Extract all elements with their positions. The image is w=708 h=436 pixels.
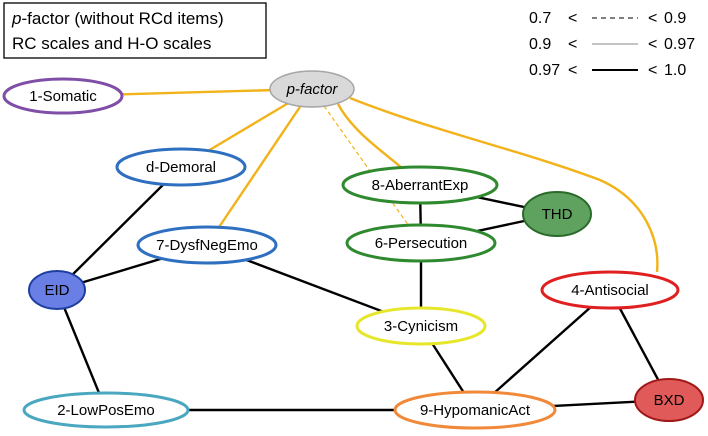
legend-row-2-high: 0.97 [664, 36, 695, 53]
node-somatic-label: 1-Somatic [29, 88, 97, 105]
node-dysfnegemo-label: 7-DysfNegEmo [156, 237, 258, 254]
node-pfactor-shape [269, 70, 355, 108]
node-cynicism[interactable]: 3-Cynicism [355, 306, 487, 346]
node-hypomanicact[interactable]: 9-HypomanicAct [393, 390, 557, 430]
title-box-frame [3, 2, 267, 59]
node-eid-label: EID [44, 282, 69, 299]
legend-row-2-lt2: < [648, 36, 657, 53]
node-somatic-shape [2, 77, 124, 115]
edge-hypomanicact-antisocial [474, 289, 611, 411]
node-pfactor-label: p-factor [286, 81, 339, 98]
title-line-1: p-factor (without RCd items) [11, 9, 224, 28]
title-rest-part: -factor (without RCd items) [21, 9, 223, 28]
node-hypomanicact-shape [393, 390, 557, 430]
node-demoral-shape [115, 147, 247, 187]
title-line-2: RC scales and H-O scales [12, 34, 211, 53]
node-cynicism-label: 3-Cynicism [384, 318, 458, 335]
node-bxd-shape [634, 378, 704, 422]
node-pfactor[interactable]: p-factor [269, 70, 355, 108]
node-lowposemo-shape [22, 391, 190, 429]
node-antisocial-shape [540, 270, 680, 310]
edge-eid-lowposemo [55, 289, 108, 411]
legend-row-3-high: 1.0 [664, 62, 686, 79]
legend-row-2: 0.9 < < 0.97 [529, 36, 695, 53]
legend-row-1-low: 0.7 [529, 10, 551, 27]
legend-row-2-low: 0.9 [529, 36, 551, 53]
title-box: p-factor (without RCd items) RC scales a… [3, 2, 267, 59]
edge-pfactor-dysfnegemo [206, 88, 313, 246]
node-bxd[interactable]: BXD [634, 378, 704, 422]
node-cynicism-shape [355, 306, 487, 346]
edge-pfactor-antisocial [349, 96, 659, 273]
node-thd-label: THD [542, 206, 573, 223]
legend-row-1-lt1: < [568, 10, 577, 27]
node-antisocial-label: 4-Antisocial [571, 282, 649, 299]
node-persecution-shape [345, 223, 497, 263]
node-persecution-label: 6-Persecution [375, 235, 468, 252]
edge-pfactor-persecution [311, 88, 422, 244]
node-dysfnegemo-shape [136, 225, 278, 265]
legend-row-1-high: 0.9 [664, 10, 686, 27]
edge-demoral-eid [56, 166, 182, 291]
legend: 0.7 < < 0.9 0.9 < < 0.97 0.97 < < 1.0 [529, 10, 695, 79]
node-eid-shape [28, 270, 86, 310]
node-bxd-label: BXD [654, 392, 685, 409]
title-italic-part: p [11, 9, 21, 28]
legend-row-3: 0.97 < < 1.0 [529, 62, 686, 79]
node-demoral-label: d-Demoral [146, 159, 216, 176]
node-thd-shape [522, 191, 592, 237]
legend-row-3-lt2: < [648, 62, 657, 79]
legend-row-2-lt1: < [568, 36, 577, 53]
node-dysfnegemo[interactable]: 7-DysfNegEmo [136, 225, 278, 265]
node-eid[interactable]: EID [28, 270, 86, 310]
legend-row-3-low: 0.97 [529, 62, 560, 79]
node-lowposemo[interactable]: 2-LowPosEmo [22, 391, 190, 429]
legend-row-3-lt1: < [568, 62, 577, 79]
legend-row-1: 0.7 < < 0.9 [529, 10, 686, 27]
node-thd[interactable]: THD [522, 191, 592, 237]
node-hypomanicact-label: 9-HypomanicAct [420, 402, 531, 419]
node-lowposemo-label: 2-LowPosEmo [57, 402, 155, 419]
node-aberrantexp-shape [341, 165, 499, 205]
node-somatic[interactable]: 1-Somatic [2, 77, 124, 115]
node-demoral[interactable]: d-Demoral [115, 147, 247, 187]
legend-row-1-lt2: < [648, 10, 657, 27]
node-antisocial[interactable]: 4-Antisocial [540, 270, 680, 310]
nodes-layer: p-factor 1-Somatic d-Demoral 7-DysfNegEm… [2, 70, 704, 430]
node-aberrantexp-label: 8-AberrantExp [372, 177, 469, 194]
edge-pfactor-aberrantexp [336, 103, 403, 169]
node-aberrantexp[interactable]: 8-AberrantExp [341, 165, 499, 205]
node-persecution[interactable]: 6-Persecution [345, 223, 497, 263]
